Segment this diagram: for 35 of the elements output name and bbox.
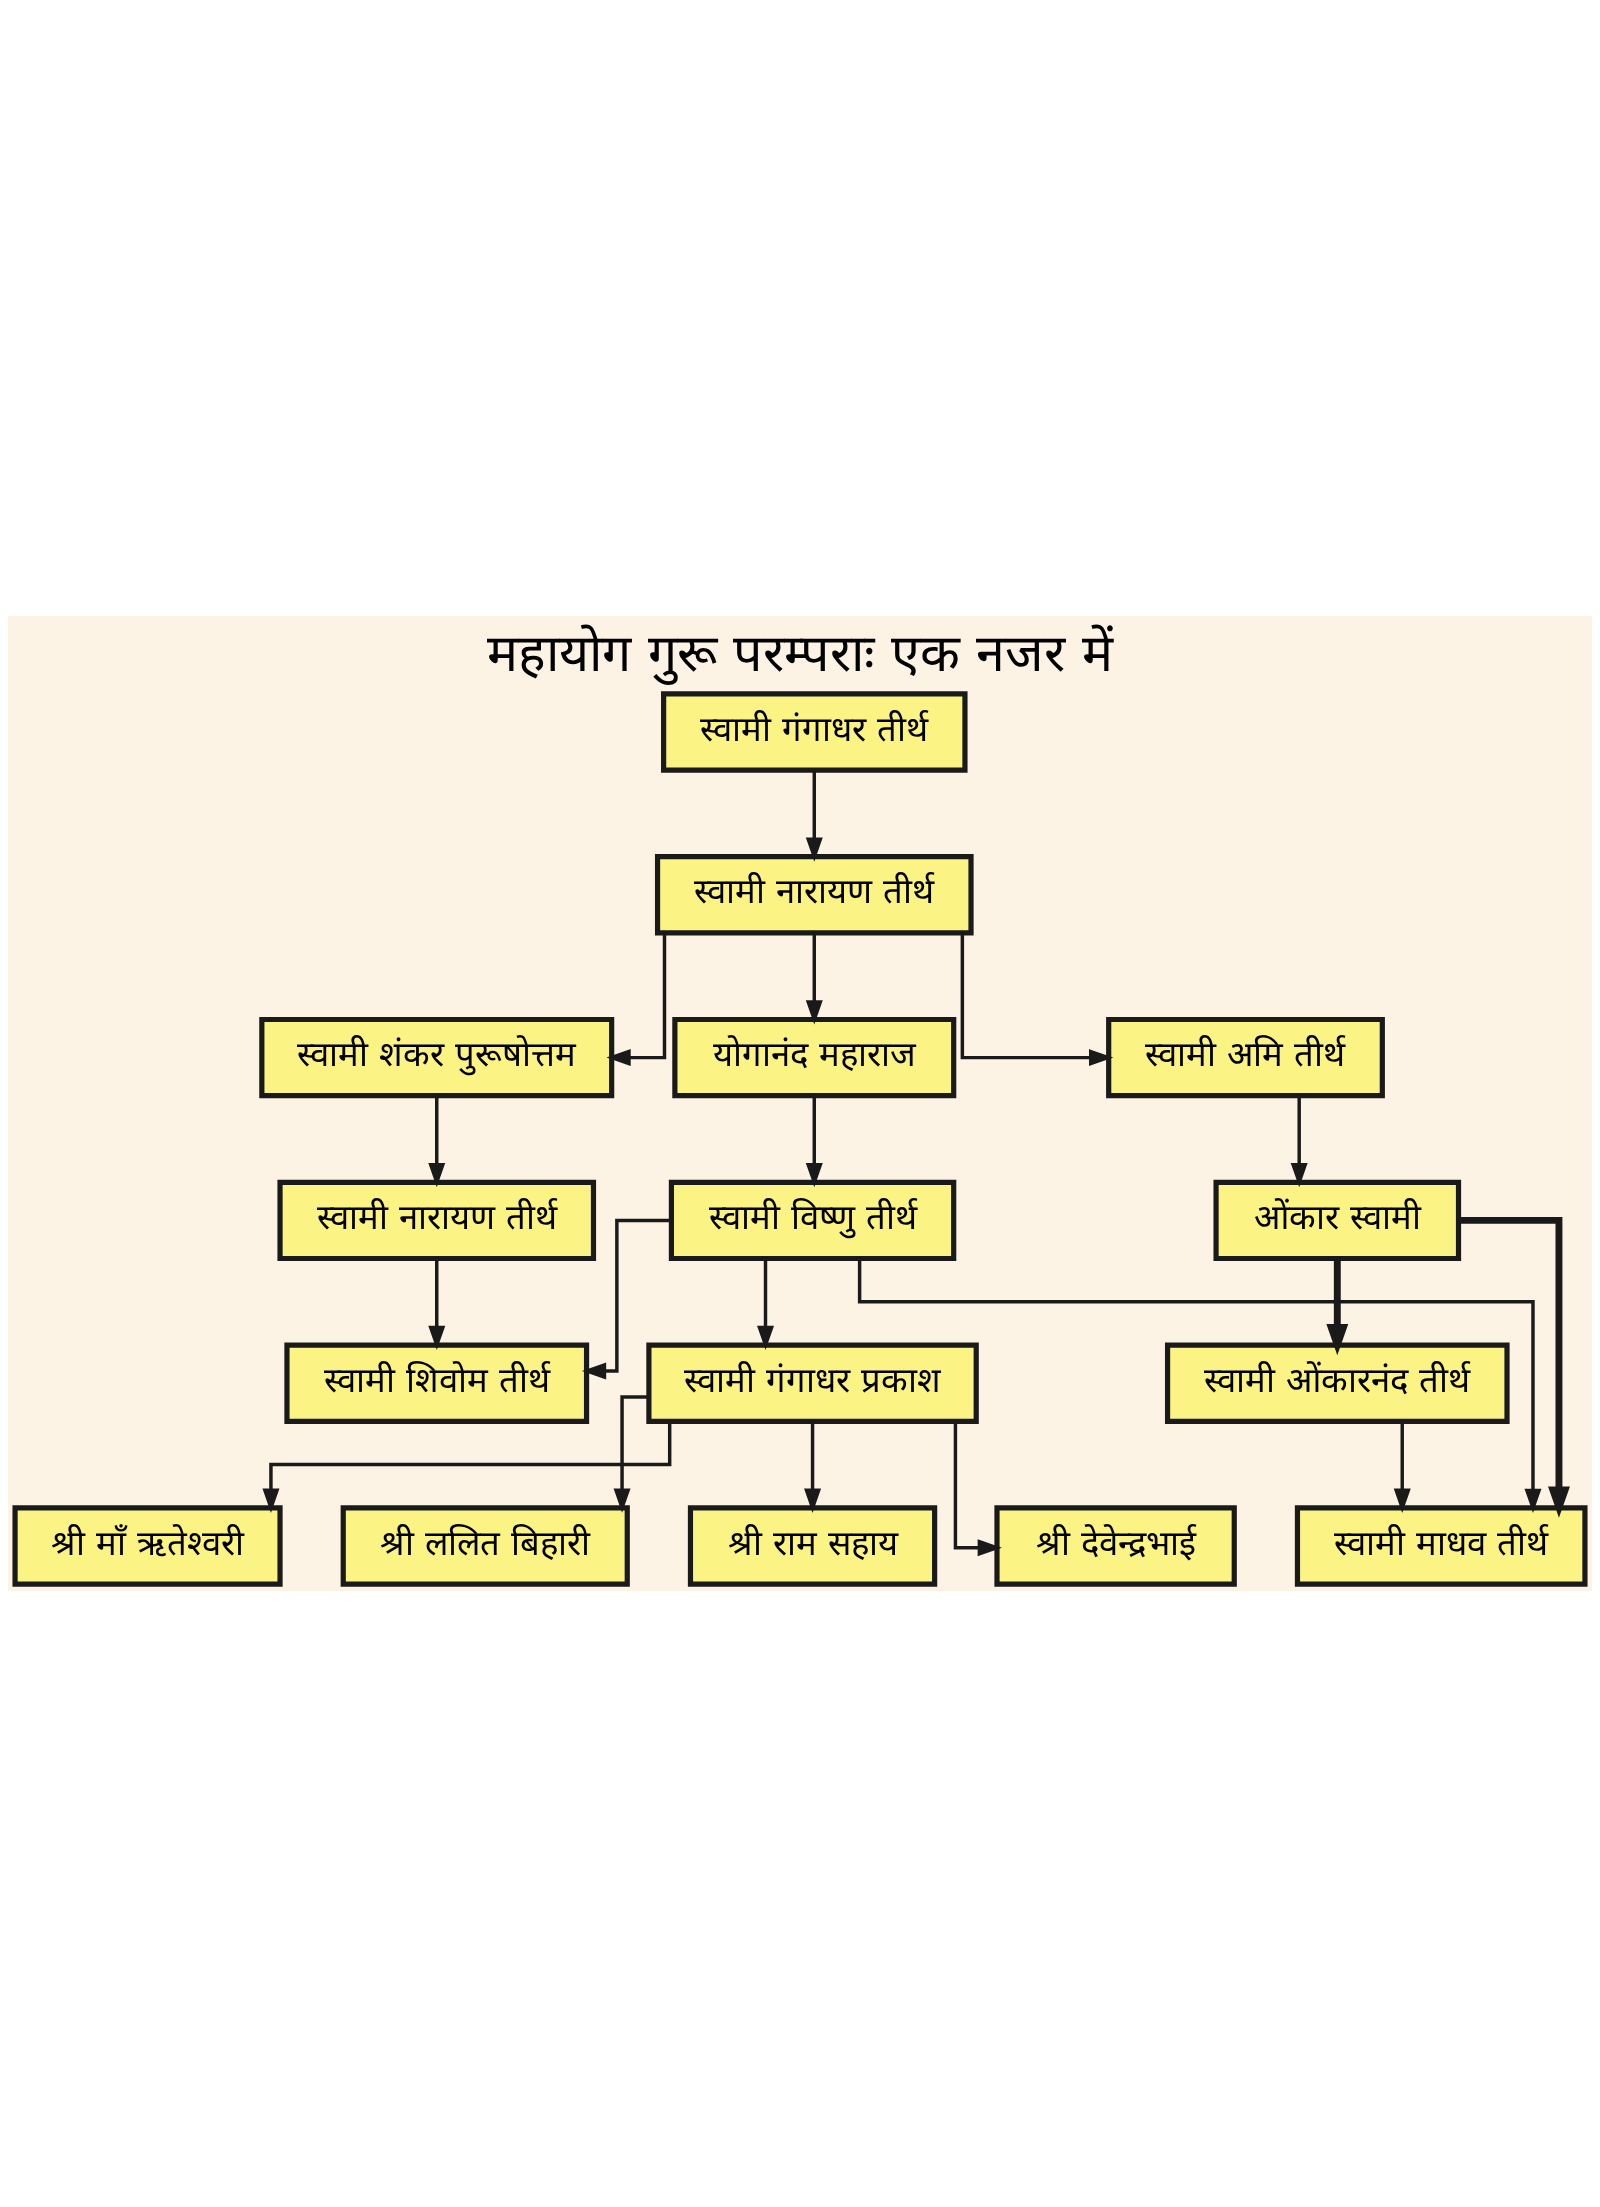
- arrow: [805, 770, 823, 862]
- node-box: स्वामी नारायण तीर्थ: [277, 1179, 597, 1262]
- arrow: [757, 1259, 774, 1351]
- node-box: श्री ललित बिहारी: [340, 1505, 630, 1587]
- arrow: [613, 1395, 649, 1513]
- diagram-title: महायोग गुरू परम्पराः एक नजर में: [487, 623, 1113, 684]
- arrow: [1459, 1216, 1570, 1518]
- node-box: श्री राम सहाय: [687, 1505, 938, 1587]
- node-box: श्री देवेन्द्रभाई: [994, 1505, 1237, 1587]
- arrow: [953, 1421, 1002, 1557]
- node-box: ओंकार स्वामी: [1213, 1179, 1462, 1262]
- arrow: [581, 1218, 672, 1380]
- arrow: [606, 933, 667, 1067]
- arrow: [1393, 1421, 1411, 1513]
- arrow: [804, 1421, 822, 1513]
- node-box: स्वामी विष्णु तीर्थ: [668, 1179, 957, 1262]
- node-box: स्वामी ओंकारनंद तीर्थ: [1164, 1342, 1510, 1424]
- arrow: [960, 933, 1114, 1067]
- node-box: स्वामी गंगाधर प्रकाश: [646, 1342, 979, 1424]
- arrow: [428, 1259, 446, 1351]
- node-box: श्री माँ ऋतेश्वरी: [12, 1505, 283, 1587]
- node-box: स्वामी गंगाधर तीर्थ: [661, 691, 968, 773]
- arrow: [1326, 1259, 1349, 1356]
- arrow: [1290, 1096, 1308, 1188]
- node-box: स्वामी शिवोम तीर्थ: [284, 1342, 590, 1424]
- arrow: [857, 1258, 1542, 1514]
- arrow: [262, 1421, 672, 1513]
- node-box: योगानंद महाराज: [672, 1016, 957, 1099]
- arrow: [428, 1096, 446, 1188]
- arrow: [805, 1096, 823, 1188]
- node-box: स्वामी नारायण तीर्थ: [654, 854, 974, 936]
- node-box: स्वामी माधव तीर्थ: [1294, 1505, 1588, 1587]
- arrow: [805, 933, 823, 1025]
- node-box: स्वामी अमि तीर्थ: [1106, 1016, 1385, 1099]
- node-box: स्वामी शंकर पुरूषोत्तम: [259, 1016, 615, 1099]
